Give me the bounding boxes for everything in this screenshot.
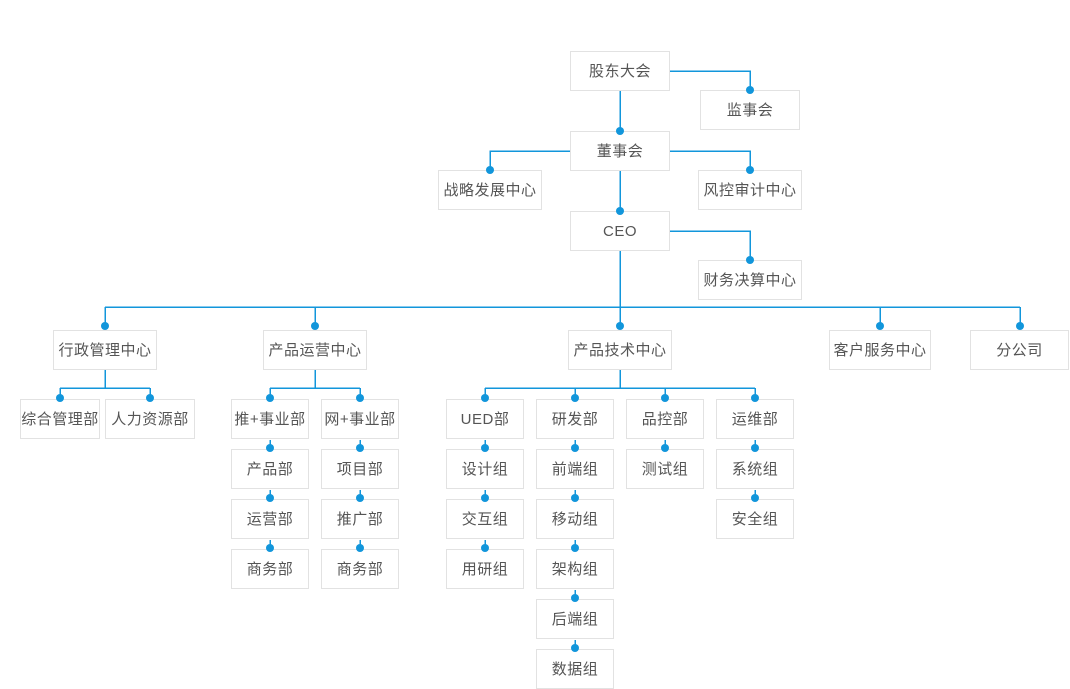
node-customer-service-center[interactable]: 客户服务中心: [829, 330, 931, 370]
node-promotion-dept[interactable]: 推广部: [321, 499, 399, 539]
node-ceo[interactable]: CEO: [570, 211, 670, 251]
node-ued-dept[interactable]: UED部: [446, 399, 524, 439]
node-business-dept-a[interactable]: 商务部: [231, 549, 309, 589]
connector-dot: [101, 322, 109, 330]
connector-dot: [571, 444, 579, 452]
node-rd-dept[interactable]: 研发部: [536, 399, 614, 439]
node-data-group[interactable]: 数据组: [536, 649, 614, 689]
node-user-research-group[interactable]: 用研组: [446, 549, 524, 589]
node-strategy-development-center[interactable]: 战略发展中心: [438, 170, 542, 210]
connector-dot: [571, 494, 579, 502]
connector-dot: [746, 86, 754, 94]
connector-dot: [146, 394, 154, 402]
connector-dot: [356, 394, 364, 402]
connector-dot: [56, 394, 64, 402]
connector-dot: [616, 322, 624, 330]
connector-dot: [266, 444, 274, 452]
node-ops-dept[interactable]: 运维部: [716, 399, 794, 439]
node-architecture-group[interactable]: 架构组: [536, 549, 614, 589]
node-operation-dept[interactable]: 运营部: [231, 499, 309, 539]
node-frontend-group[interactable]: 前端组: [536, 449, 614, 489]
connector-dot: [571, 594, 579, 602]
node-risk-control-audit-center[interactable]: 风控审计中心: [698, 170, 802, 210]
node-backend-group[interactable]: 后端组: [536, 599, 614, 639]
node-business-dept-b[interactable]: 商务部: [321, 549, 399, 589]
node-branch-company[interactable]: 分公司: [970, 330, 1069, 370]
node-admin-management-center[interactable]: 行政管理中心: [53, 330, 157, 370]
node-product-operation-center[interactable]: 产品运营中心: [263, 330, 367, 370]
connector-dot: [266, 494, 274, 502]
connector-dot: [481, 494, 489, 502]
node-test-group[interactable]: 测试组: [626, 449, 704, 489]
node-board-of-supervisors[interactable]: 监事会: [700, 90, 800, 130]
connector-dot: [356, 494, 364, 502]
connector-dot: [356, 444, 364, 452]
connector-dot: [661, 444, 669, 452]
connector-dot: [266, 394, 274, 402]
connector-dot: [746, 166, 754, 174]
node-mobile-group[interactable]: 移动组: [536, 499, 614, 539]
connector-dot: [571, 394, 579, 402]
connector-dot: [751, 494, 759, 502]
node-design-group[interactable]: 设计组: [446, 449, 524, 489]
node-project-dept[interactable]: 项目部: [321, 449, 399, 489]
node-qa-dept[interactable]: 品控部: [626, 399, 704, 439]
connector-dot: [311, 322, 319, 330]
connector-dot: [356, 544, 364, 552]
node-security-group[interactable]: 安全组: [716, 499, 794, 539]
node-board-of-directors[interactable]: 董事会: [570, 131, 670, 171]
node-finance-settlement-center[interactable]: 财务决算中心: [698, 260, 802, 300]
connector-dot: [481, 444, 489, 452]
node-general-management-dept[interactable]: 综合管理部: [20, 399, 100, 439]
node-human-resources-dept[interactable]: 人力资源部: [105, 399, 195, 439]
node-tui-plus-division[interactable]: 推+事业部: [231, 399, 309, 439]
connector-dot: [751, 394, 759, 402]
node-product-dept[interactable]: 产品部: [231, 449, 309, 489]
connector-dot: [1016, 322, 1024, 330]
connector-dot: [266, 544, 274, 552]
connector-dot: [571, 544, 579, 552]
connector-dot: [751, 444, 759, 452]
connector-dot: [571, 644, 579, 652]
connector-dot: [481, 544, 489, 552]
connector-dot: [481, 394, 489, 402]
connector-dot: [661, 394, 669, 402]
connector-dot: [746, 256, 754, 264]
connector-dot: [616, 207, 624, 215]
node-wang-plus-division[interactable]: 网+事业部: [321, 399, 399, 439]
node-interaction-group[interactable]: 交互组: [446, 499, 524, 539]
node-system-group[interactable]: 系统组: [716, 449, 794, 489]
node-product-technology-center[interactable]: 产品技术中心: [568, 330, 672, 370]
connector-dot: [876, 322, 884, 330]
connector-dot: [486, 166, 494, 174]
connector-dot: [616, 127, 624, 135]
node-shareholders-meeting[interactable]: 股东大会: [570, 51, 670, 91]
